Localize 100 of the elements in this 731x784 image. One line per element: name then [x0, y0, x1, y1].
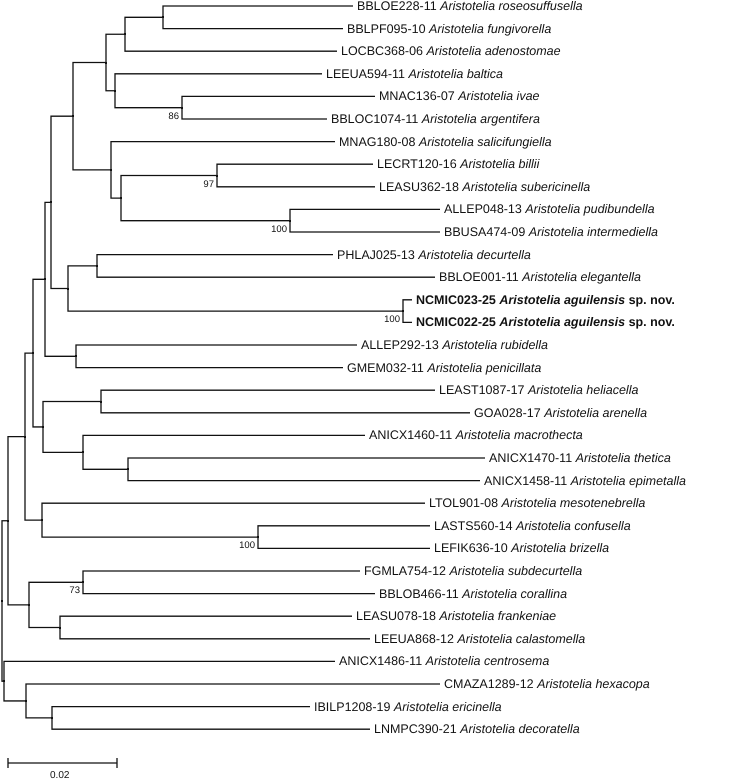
tree-branch [82, 434, 365, 452]
taxon-label: ALLEP048-13 Aristotelia pudibundella [440, 201, 655, 218]
tree-branch [28, 582, 83, 605]
taxon-label: ANICX1486-11 Aristotelia centrosema [335, 653, 550, 670]
taxon-label: LEFIK636-10 Aristotelia brizella [430, 540, 610, 556]
tree-branch [67, 265, 97, 288]
tree-branch [59, 616, 352, 628]
taxon-label: ANICX1470-11 Aristotelia thetica [485, 450, 671, 466]
taxon-label: LEEUA594-11 Aristotelia baltica [322, 66, 503, 82]
tree-branch [42, 400, 101, 427]
taxon-label: LTOL901-08 Aristotelia mesotenebrella [425, 495, 646, 512]
tree-branch [124, 34, 337, 52]
taxon-label: ALLEP292-13 Aristotelia rubidella [357, 337, 548, 353]
tree-branch [162, 17, 343, 30]
tree-branch [24, 436, 42, 521]
taxon-label: BBLOC1074-11 Aristotelia argentifera [327, 111, 540, 127]
tree-branch [67, 288, 403, 312]
tree-branch [110, 170, 121, 199]
tree-branch [100, 402, 470, 414]
tree-branch [402, 311, 412, 324]
taxon-label: LOCBC368-06 Aristotelia adenostomae [337, 43, 561, 60]
taxon-label: LEASU362-18 Aristotelia subericinella [375, 178, 590, 195]
tree-branch [216, 176, 375, 188]
tree-branch [1, 520, 8, 601]
taxon-label: LEEUA868-12 Aristotelia calastomella [370, 630, 586, 647]
tree-branch [25, 683, 440, 701]
taxon-label: FGMLA754-12 Aristotelia subdecurtella [360, 563, 582, 579]
tree-branch [24, 352, 33, 437]
tree-branch [127, 469, 480, 482]
tree-branch [82, 452, 128, 470]
tree-branch [75, 344, 357, 356]
tree-branch [402, 299, 412, 312]
taxon-label: BBLOE228-11 Aristotelia roseosuffusella [353, 0, 583, 14]
tree-branch [75, 356, 343, 368]
tree-branch [72, 116, 111, 170]
taxon-label: BBUSA474-09 Aristotelia intermediella [440, 224, 658, 240]
taxon-label: NCMIC022-25 Aristotelia aguilensis sp. nov. [412, 314, 675, 330]
tree-branch [1, 600, 4, 682]
taxon-label: BBLOB466-11 Aristotelia corallina [375, 586, 568, 602]
taxon-label: BBLOE001-11 Aristotelia elegantella [435, 269, 641, 286]
taxon-label: ANICX1460-11 Aristotelia macrothecta [365, 427, 583, 444]
tree-branch [41, 520, 258, 538]
bootstrap-value: 100 [270, 224, 287, 235]
bootstrap-value: 100 [238, 540, 255, 552]
tree-branch [110, 140, 335, 170]
tree-branch [100, 390, 435, 402]
tree-branch [51, 706, 310, 718]
tree-branch [7, 520, 29, 606]
tree-branch [28, 604, 60, 628]
taxon-label: LEAST1087-17 Aristotelia heliacella [435, 382, 638, 398]
taxon-label: MNAC136-07 Aristotelia ivae [375, 88, 540, 104]
tree-branch [42, 426, 83, 453]
tree-branch [181, 108, 327, 120]
taxon-label: IBILP1208-19 Aristotelia ericinella [310, 698, 502, 715]
bootstrap-value: 97 [202, 178, 214, 190]
taxon-label: CMAZA1289-12 Aristotelia hexacopa [440, 676, 650, 692]
tree-branch [25, 700, 52, 719]
taxon-label: BBLPF095-10 Aristotelia fungivorella [343, 20, 552, 37]
tree-branch [32, 278, 45, 354]
tree-branch [127, 457, 485, 470]
tree-branch [59, 628, 370, 640]
tree-branch [257, 537, 430, 550]
tree-branch [162, 5, 353, 18]
taxon-label: LEASU078-18 Aristotelia frankeniae [352, 608, 556, 624]
tree-branch [257, 525, 430, 538]
tree-branch [50, 116, 73, 202]
tree-branch [289, 220, 440, 233]
tree-branch [7, 436, 25, 521]
taxon-label: LECRT120-16 Aristotelia billii [373, 156, 540, 172]
tree-branch [114, 90, 182, 108]
scale-label: 0.02 [50, 770, 70, 782]
tree-branch [3, 660, 335, 682]
tree-branch [96, 266, 435, 278]
bootstrap-value: 100 [383, 314, 400, 326]
tree-branch [72, 62, 106, 116]
tree-branch [41, 502, 425, 520]
tree-branch [44, 279, 76, 357]
taxon-label: GOA028-17 Aristotelia arenella [470, 404, 648, 421]
bootstrap-value: 86 [167, 110, 179, 122]
tree-branch [120, 174, 217, 198]
tree-branch [44, 202, 51, 280]
taxon-label: GMEM032-11 Aristotelia penicillata [343, 360, 542, 376]
taxon-label: LNMPC390-21 Aristotelia decoratella [370, 721, 580, 738]
tree-branch [105, 62, 115, 92]
taxon-label: NCMIC023-25 Aristotelia aguilensis sp. nov. [412, 292, 675, 308]
tree-branch [96, 254, 333, 266]
tree-branch [50, 202, 68, 290]
tree-branch [216, 164, 373, 176]
tree-branch [51, 718, 370, 730]
tree-branch [82, 570, 360, 582]
taxon-label: LASTS560-14 Aristotelia confusella [430, 518, 631, 534]
tree-branch [105, 34, 125, 62]
taxon-label: MNAG180-08 Aristotelia salicifungiella [335, 134, 552, 150]
tree-branch [3, 681, 26, 702]
tree-branch [82, 582, 375, 594]
taxon-label: PHLAJ025-13 Aristotelia decurtella [333, 246, 531, 263]
tree-branch [289, 208, 440, 221]
tree-branch [114, 73, 322, 91]
tree-branch [120, 198, 290, 222]
bootstrap-value: 73 [68, 585, 80, 596]
